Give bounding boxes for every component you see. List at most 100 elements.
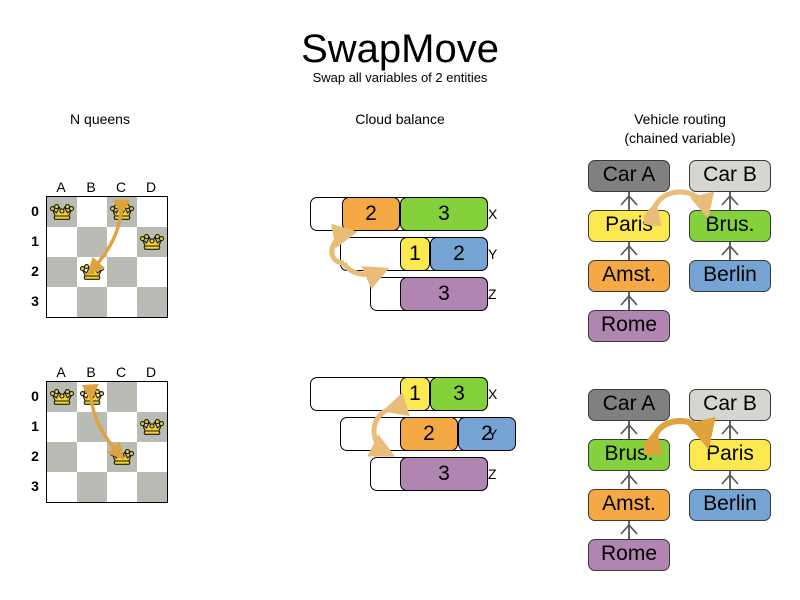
vr-node-amst-left-before[interactable]: Amst. [588, 260, 670, 292]
vr-node-berlin-right-after[interactable]: Berlin [689, 489, 771, 521]
vr-node-brus-right-before[interactable]: Brus. [689, 210, 771, 242]
board-cell-c1-before[interactable] [107, 227, 137, 257]
board-cell-a1-after[interactable] [47, 412, 77, 442]
rank-label-3-after: 3 [31, 478, 39, 494]
queen-piece-d1-before[interactable] [137, 227, 167, 257]
vr-edge-line-left-2-before [627, 292, 631, 310]
cloud-row-label-z-before: Z [488, 286, 497, 302]
board-cell-c1-after[interactable] [107, 412, 137, 442]
cloud-row-label-y-before: Y [488, 246, 498, 262]
board-cell-b1-after[interactable] [77, 412, 107, 442]
vr-node-cara-left-before[interactable]: Car A [588, 160, 670, 192]
board-cell-a3-after[interactable] [47, 472, 77, 502]
vr-node-carb-right-after[interactable]: Car B [689, 389, 771, 421]
vr-edge-line-left-0-after [627, 421, 631, 439]
queen-piece-a0-after[interactable] [47, 382, 77, 412]
board-cell-a1-before[interactable] [47, 227, 77, 257]
cloud-row-label-x-before: X [488, 206, 498, 222]
board-cell-d0-after[interactable] [137, 382, 167, 412]
board-cell-b1-before[interactable] [77, 227, 107, 257]
vr-node-paris-left-before[interactable]: Paris [588, 210, 670, 242]
board-cell-a2-before[interactable] [47, 257, 77, 287]
rank-label-0-before: 0 [31, 203, 39, 219]
board-cell-d2-before[interactable] [137, 257, 167, 287]
rank-label-0-after: 0 [31, 388, 39, 404]
queen-piece-a0-before[interactable] [47, 197, 77, 227]
chess-board-before[interactable] [46, 196, 168, 318]
page-subtitle: Swap all variables of 2 entities [312, 70, 488, 85]
vr-node-amst-left-after[interactable]: Amst. [588, 489, 670, 521]
cloud-segment-y-1-after[interactable]: 2 [458, 417, 516, 451]
cloud-segment-y-0-before[interactable]: 1 [400, 237, 430, 271]
vr-arrowhead-left-2-after [620, 523, 638, 535]
file-label-b-before: B [86, 179, 96, 195]
board-cell-b3-after[interactable] [77, 472, 107, 502]
vr-edge-line-right-0-before [728, 192, 732, 210]
queen-piece-c0-before[interactable] [107, 197, 137, 227]
vr-edge-line-left-0-before [627, 192, 631, 210]
rank-label-1-after: 1 [31, 418, 39, 434]
board-cell-d3-before[interactable] [137, 287, 167, 317]
file-label-a-after: A [56, 364, 66, 380]
page-title: SwapMove [301, 27, 499, 71]
cloud-segment-x-1-before[interactable]: 3 [400, 197, 488, 231]
cloud-segment-x-0-before[interactable]: 2 [342, 197, 400, 231]
cloud-segment-y-1-before[interactable]: 2 [430, 237, 488, 271]
vr-node-brus-left-after[interactable]: Brus. [588, 439, 670, 471]
cloud-row-label-y-after: Y [488, 426, 498, 442]
vr-node-cara-left-after[interactable]: Car A [588, 389, 670, 421]
queen-piece-d1-after[interactable] [137, 412, 167, 442]
vr-arrowhead-left-2-before [620, 294, 638, 306]
file-label-c-before: C [115, 179, 127, 195]
cloud-segment-x-1-after[interactable]: 3 [430, 377, 488, 411]
file-label-d-before: D [145, 179, 157, 195]
vr-node-rome-left-before[interactable]: Rome [588, 310, 670, 342]
vr-edge-line-right-1-before [728, 242, 732, 260]
vr-arrowhead-right-0-after [721, 423, 739, 435]
board-cell-c0-after[interactable] [107, 382, 137, 412]
queen-piece-b0-after[interactable] [77, 382, 107, 412]
cloud-segment-y-0-after[interactable]: 2 [400, 417, 458, 451]
queen-piece-c2-after[interactable] [107, 442, 137, 472]
board-cell-a2-after[interactable] [47, 442, 77, 472]
vr-arrowhead-left-1-before [620, 244, 638, 256]
board-cell-d2-after[interactable] [137, 442, 167, 472]
board-cell-a3-before[interactable] [47, 287, 77, 317]
vr-node-paris-right-after[interactable]: Paris [689, 439, 771, 471]
column-title-n-queens: N queens [70, 111, 130, 127]
vr-node-carb-right-before[interactable]: Car B [689, 160, 771, 192]
cloud-row-label-z-after: Z [488, 466, 497, 482]
board-cell-b0-before[interactable] [77, 197, 107, 227]
file-label-a-before: A [56, 179, 66, 195]
vr-edge-line-right-0-after [728, 421, 732, 439]
queen-piece-b2-before[interactable] [77, 257, 107, 287]
rank-label-2-before: 2 [31, 263, 39, 279]
column-title-vehicle-routing-line2: (chained variable) [624, 130, 736, 146]
file-label-d-after: D [145, 364, 157, 380]
vr-node-berlin-right-before[interactable]: Berlin [689, 260, 771, 292]
board-cell-c3-before[interactable] [107, 287, 137, 317]
board-cell-c3-after[interactable] [107, 472, 137, 502]
board-cell-b3-before[interactable] [77, 287, 107, 317]
board-file-labels-before: A B C D [46, 179, 166, 195]
column-title-vehicle-routing: Vehicle routing [634, 111, 726, 127]
board-cell-b2-after[interactable] [77, 442, 107, 472]
vr-edge-line-left-1-after [627, 471, 631, 489]
vr-node-rome-left-after[interactable]: Rome [588, 539, 670, 571]
board-cell-d3-after[interactable] [137, 472, 167, 502]
board-cell-d0-before[interactable] [137, 197, 167, 227]
cloud-segment-z-0-before[interactable]: 3 [400, 277, 488, 311]
chess-board-after[interactable] [46, 381, 168, 503]
cloud-segment-z-0-after[interactable]: 3 [400, 457, 488, 491]
cloud-segment-x-0-after[interactable]: 1 [400, 377, 430, 411]
board-cell-c2-before[interactable] [107, 257, 137, 287]
column-title-cloud-balance: Cloud balance [355, 111, 445, 127]
